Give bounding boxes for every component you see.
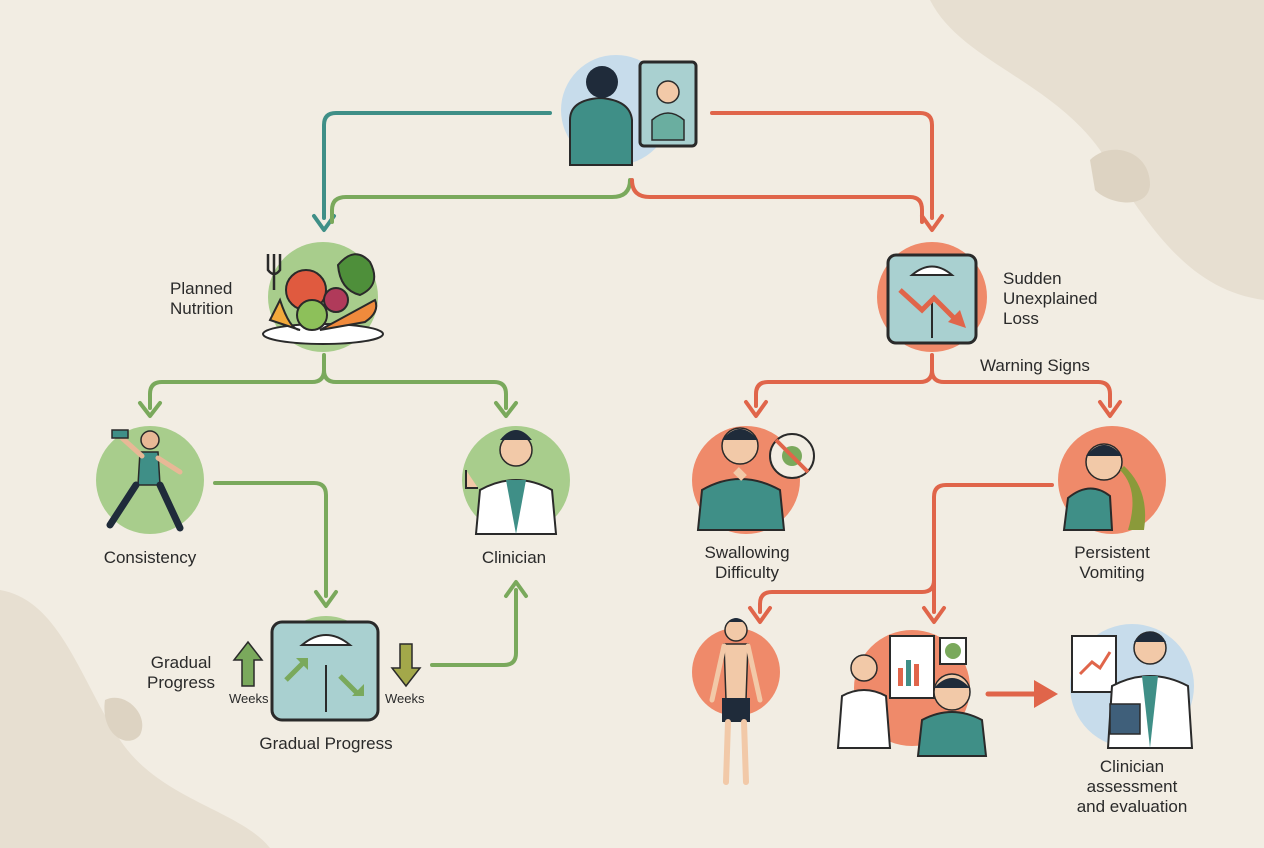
warning-signs-label: Warning Signs [980, 356, 1090, 375]
weeks-left-label: Weeks [229, 691, 269, 706]
gradual-progress-side-label: Gradual Progress [146, 653, 216, 692]
clinician-label: Clinician [481, 548, 547, 567]
planned-nutrition-label: Planned Nutrition [170, 279, 234, 318]
connector-consistency-to-progress [213, 481, 328, 598]
decor-blob-bottom-left-small [104, 697, 143, 741]
vomiting-icon [1058, 426, 1166, 534]
arrowhead [920, 214, 944, 232]
down-arrow-icon [390, 643, 422, 688]
persistent-vomiting-label: Persistent Vomiting [1074, 543, 1150, 582]
scale-icon [270, 616, 380, 722]
arrowhead [138, 401, 162, 418]
food-plate-icon [262, 242, 384, 352]
connector-start-to-nutrition-teal [322, 111, 552, 220]
thin-body-icon [692, 618, 780, 785]
consistency-label: Consistency [103, 548, 197, 567]
connector-nutrition-to-clinician [322, 368, 508, 410]
decor-blob-top-right [930, 0, 1264, 300]
exercise-icon [96, 426, 204, 534]
decor-blob-bottom-left [0, 590, 270, 848]
connector-to-thin-body [758, 578, 936, 614]
sudden-loss-label: Sudden Unexplained Loss [1003, 269, 1098, 328]
person-mirror-icon [561, 55, 698, 166]
clinician-clipboard-icon [1070, 624, 1194, 749]
arrowhead-large [1034, 680, 1058, 708]
up-arrow-icon [232, 640, 264, 687]
arrowhead [744, 400, 768, 418]
swallowing-difficulty-label: Swallowing Difficulty [704, 543, 790, 582]
consultation-icon [836, 630, 988, 757]
connector-start-to-loss-red [710, 111, 934, 220]
gradual-progress-label: Gradual Progress [259, 734, 393, 753]
clinician-assessment-label: Clinician assessment and evaluation [1076, 757, 1188, 816]
connector-loss-to-vomiting [930, 368, 1112, 408]
sore-throat-icon [692, 426, 815, 534]
decor-blob-top-right-small [1090, 149, 1150, 203]
connector-vomiting-to-outcomes [932, 483, 1054, 614]
arrowhead [504, 580, 528, 598]
connector-nutrition-split [148, 353, 326, 410]
arrowhead [922, 606, 946, 624]
connector-start-to-nutrition-green [330, 178, 632, 224]
arrowhead [314, 590, 338, 608]
connector-loss-split [754, 353, 934, 408]
weeks-right-label: Weeks [385, 691, 425, 706]
connector-progress-to-clinician [430, 588, 518, 667]
doctor-icon [462, 426, 570, 535]
falling-scale-icon [877, 242, 987, 352]
arrowhead [494, 401, 518, 418]
arrowhead [1098, 400, 1122, 418]
arrowhead [748, 606, 772, 624]
connector-start-to-loss-red-2 [630, 178, 924, 224]
